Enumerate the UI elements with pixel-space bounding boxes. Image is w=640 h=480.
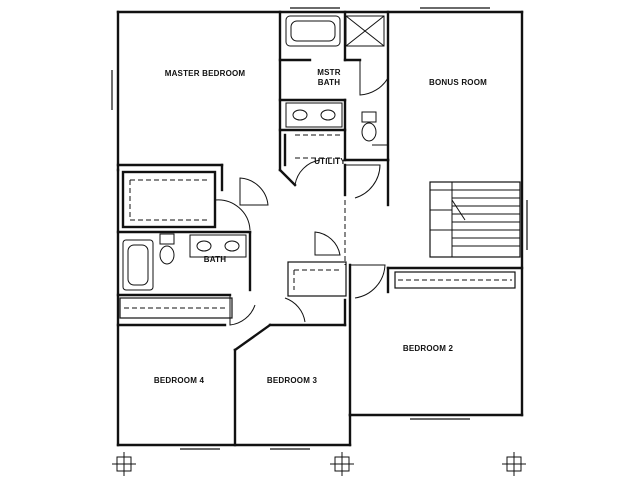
label-mstr-bath-line1: MSTR (317, 68, 340, 77)
bedroom-2-walls (348, 263, 524, 417)
hall-bath (116, 199, 256, 326)
label-master-bedroom: MASTER BEDROOM (165, 69, 246, 78)
bonus-room (344, 158, 521, 265)
label-bedroom-4: BEDROOM 4 (154, 376, 205, 385)
foundation-markers (112, 452, 526, 476)
stair-treads (430, 189, 520, 247)
bedroom-4-3-walls (116, 298, 347, 447)
hall-door-swings (239, 177, 341, 323)
master-bedroom-walls (116, 10, 297, 192)
linen-closets (119, 261, 347, 319)
exterior-walls (111, 7, 528, 450)
master-closet (121, 170, 217, 229)
label-utility: UTILITY (314, 157, 346, 166)
label-bedroom-3: BEDROOM 3 (267, 376, 318, 385)
label-mstr-bath-line2: BATH (318, 78, 340, 87)
marker-left (112, 452, 136, 476)
marker-center (330, 452, 354, 476)
label-bedroom-2: BEDROOM 2 (403, 344, 454, 353)
marker-right (502, 452, 526, 476)
label-bonus-room: BONUS ROOM (429, 78, 487, 87)
room-labels: MASTER BEDROOM MSTR BATH BONUS ROOM UTIL… (154, 68, 487, 385)
master-bath (278, 10, 390, 162)
label-bath: BATH (204, 255, 226, 264)
utility-room (283, 133, 381, 199)
